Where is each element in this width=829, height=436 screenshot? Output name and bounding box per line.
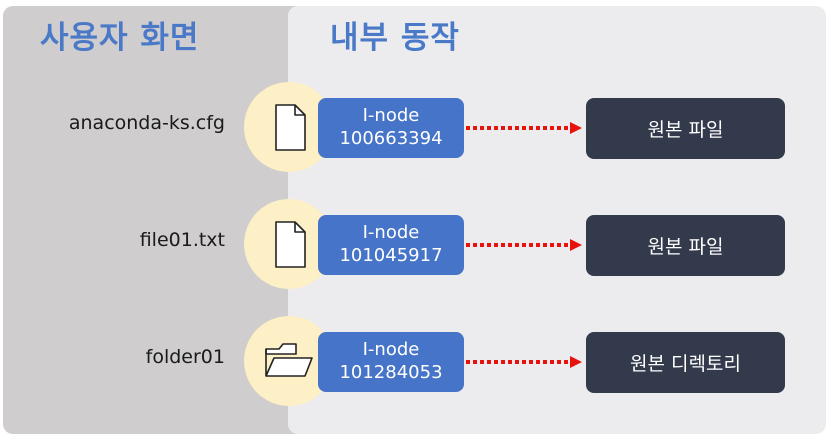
inode-box: I-node 101284053	[318, 332, 464, 392]
filename-label: file01.txt	[139, 229, 225, 251]
dotted-arrow	[466, 239, 582, 251]
file-icon	[275, 221, 306, 268]
dotted-arrow	[466, 356, 582, 368]
inode-label: I-node	[362, 105, 420, 126]
folder-icon	[265, 343, 313, 377]
internal-heading: 내부 동작	[330, 20, 460, 56]
row-anaconda: anaconda-ks.cfg I-node 100663394 원본 파일	[0, 82, 829, 172]
target-box: 원본 파일	[586, 98, 785, 159]
filename-label: folder01	[145, 346, 225, 368]
inode-label: I-node	[362, 222, 420, 243]
user-view-heading: 사용자 화면	[40, 20, 200, 56]
inode-box: I-node 101045917	[318, 215, 464, 275]
inode-number: 100663394	[339, 128, 443, 149]
row-folder01: folder01 I-node 101284053 원본 디렉토리	[0, 316, 829, 406]
target-box: 원본 파일	[586, 215, 785, 276]
filename-label: anaconda-ks.cfg	[68, 112, 225, 134]
target-box: 원본 디렉토리	[586, 332, 785, 393]
row-file01: file01.txt I-node 101045917 원본 파일	[0, 199, 829, 289]
inode-box: I-node 100663394	[318, 98, 464, 158]
inode-number: 101284053	[339, 362, 443, 383]
file-icon	[275, 104, 306, 151]
inode-number: 101045917	[339, 245, 443, 266]
dotted-arrow	[466, 122, 582, 134]
inode-label: I-node	[362, 339, 420, 360]
